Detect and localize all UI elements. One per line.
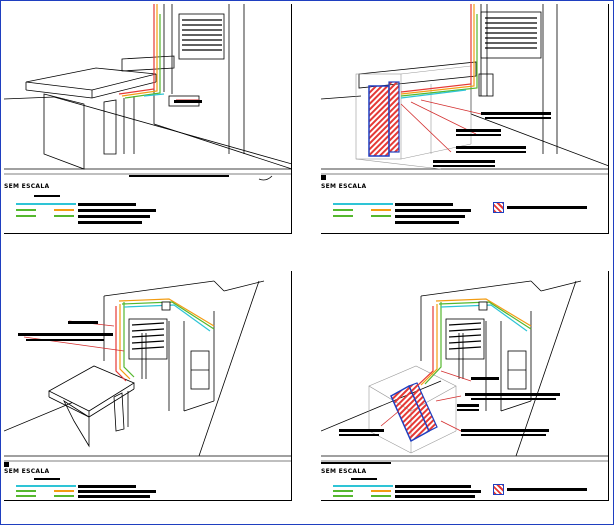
scale-caption: SEM ESCALA bbox=[4, 183, 50, 190]
sheet-border bbox=[4, 4, 292, 234]
panel-top-right: SEM ESCALA bbox=[321, 4, 609, 234]
drawing-bottom-right bbox=[321, 280, 609, 464]
sheet-border bbox=[321, 271, 609, 501]
drawing-top-right bbox=[321, 4, 609, 180]
drawing-bottom-left bbox=[4, 280, 292, 467]
scale-caption: SEM ESCALA bbox=[4, 468, 50, 475]
hatch-swatch-icon bbox=[493, 202, 504, 213]
legend bbox=[333, 195, 603, 225]
hatch-swatch-icon bbox=[493, 484, 504, 495]
scale-caption: SEM ESCALA bbox=[321, 183, 367, 190]
panel-bottom-right: SEM ESCALA bbox=[321, 271, 609, 501]
panel-bottom-left: SEM ESCALA bbox=[4, 271, 292, 501]
drawing-top-left bbox=[4, 4, 292, 181]
scale-caption: SEM ESCALA bbox=[321, 468, 367, 475]
legend bbox=[333, 478, 603, 502]
legend bbox=[16, 478, 276, 502]
sheet-border bbox=[321, 4, 609, 234]
legend bbox=[16, 195, 276, 225]
sheet-border bbox=[4, 271, 292, 501]
panel-top-left: SEM ESCALA bbox=[4, 4, 292, 234]
